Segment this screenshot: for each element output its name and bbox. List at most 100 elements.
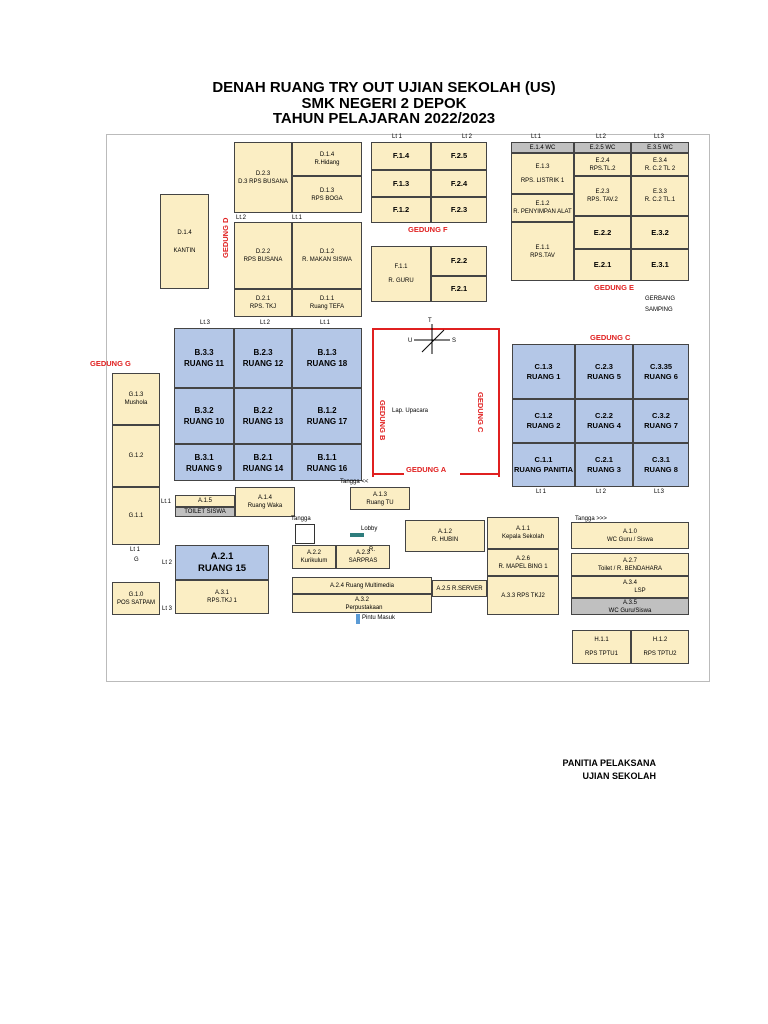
pintu-masuk-label: Pintu Masuk [362,615,396,621]
c-lt3-label: Lt.3 [654,489,665,495]
e-lt1-label: Lt.1 [531,134,542,140]
title-line-3: TAHUN PELAJARAN 2022/2023 [272,110,496,127]
a-lt3-label: Lt 3 [162,606,173,612]
tangga-left-label: Tangga [291,516,311,522]
room-e35: E.3.5 WC [631,142,689,153]
lapangan-upacara-outline [372,328,500,477]
tangga-left-box [295,524,315,544]
room-f22: F.2.2 [431,246,487,276]
gerbang-label: GERBANG [645,296,676,302]
gedung-a-label: GEDUNG A [406,465,447,474]
room-f21: F.2.1 [431,276,487,302]
tangga-top-label: Tangga << [340,479,369,485]
map-border [106,134,710,682]
room-a24: A.2.4 Ruang Multimedia [292,577,432,594]
d-lt1-label: Lt.1 [292,215,303,221]
room-e22: E.2.2 [574,216,631,249]
room-g12: G.1.2 [112,425,160,487]
compass-u: U [408,338,413,344]
footer-line-1: PANITIA PELAKSANA [562,758,656,768]
room-e14: E.1.4 WC [511,142,574,153]
room-a25: A.2.5 R.SERVER [432,580,487,597]
a-lt2-label: Lt 2 [162,560,173,566]
e-lt3-label: Lt.3 [654,134,665,140]
lap-upacara-label: Lap. Upacara [392,408,429,414]
a23-r-label: R. [369,547,375,553]
room-f25: F.2.5 [431,142,487,170]
room-f24: F.2.4 [431,170,487,197]
b-lt3-label: Lt.3 [200,320,211,326]
pintu-masuk-marker [356,614,360,624]
f-lt2-label: Lt 2 [462,134,473,140]
c-lt1-label: Lt 1 [536,489,547,495]
room-a15: A.1.5 [175,495,235,507]
g-label: G [134,557,139,563]
gedung-c-vertical-label: GEDUNG C [476,392,485,433]
gedung-c-label: GEDUNG C [590,333,631,342]
d-lt2-label: Lt.2 [236,215,247,221]
gedung-g-label: GEDUNG G [90,359,131,368]
lobby-label: Lobby [361,526,378,532]
lapangan-bottom-left [372,473,404,475]
room-a33: A.3.3 RPS TKJ2 [487,576,559,615]
lobby-marker [350,533,364,537]
a-lt1-label: Lt.1 [161,499,172,505]
compass-t: T [428,318,432,324]
room-f14: F.1.4 [371,142,431,170]
room-e31: E.3.1 [631,249,689,281]
title-line-2: SMK NEGERI 2 DEPOK [301,95,467,112]
compass-s: S [452,338,457,344]
room-f13: F.1.3 [371,170,431,197]
gedung-e-label: GEDUNG E [594,283,635,292]
title-line-1: DENAH RUANG TRY OUT UJIAN SEKOLAH (US) [212,79,556,96]
room-e25: E.2.5 WC [574,142,631,153]
gedung-d-label: GEDUNG D [221,217,230,258]
room-g11: G.1.1 [112,487,160,545]
